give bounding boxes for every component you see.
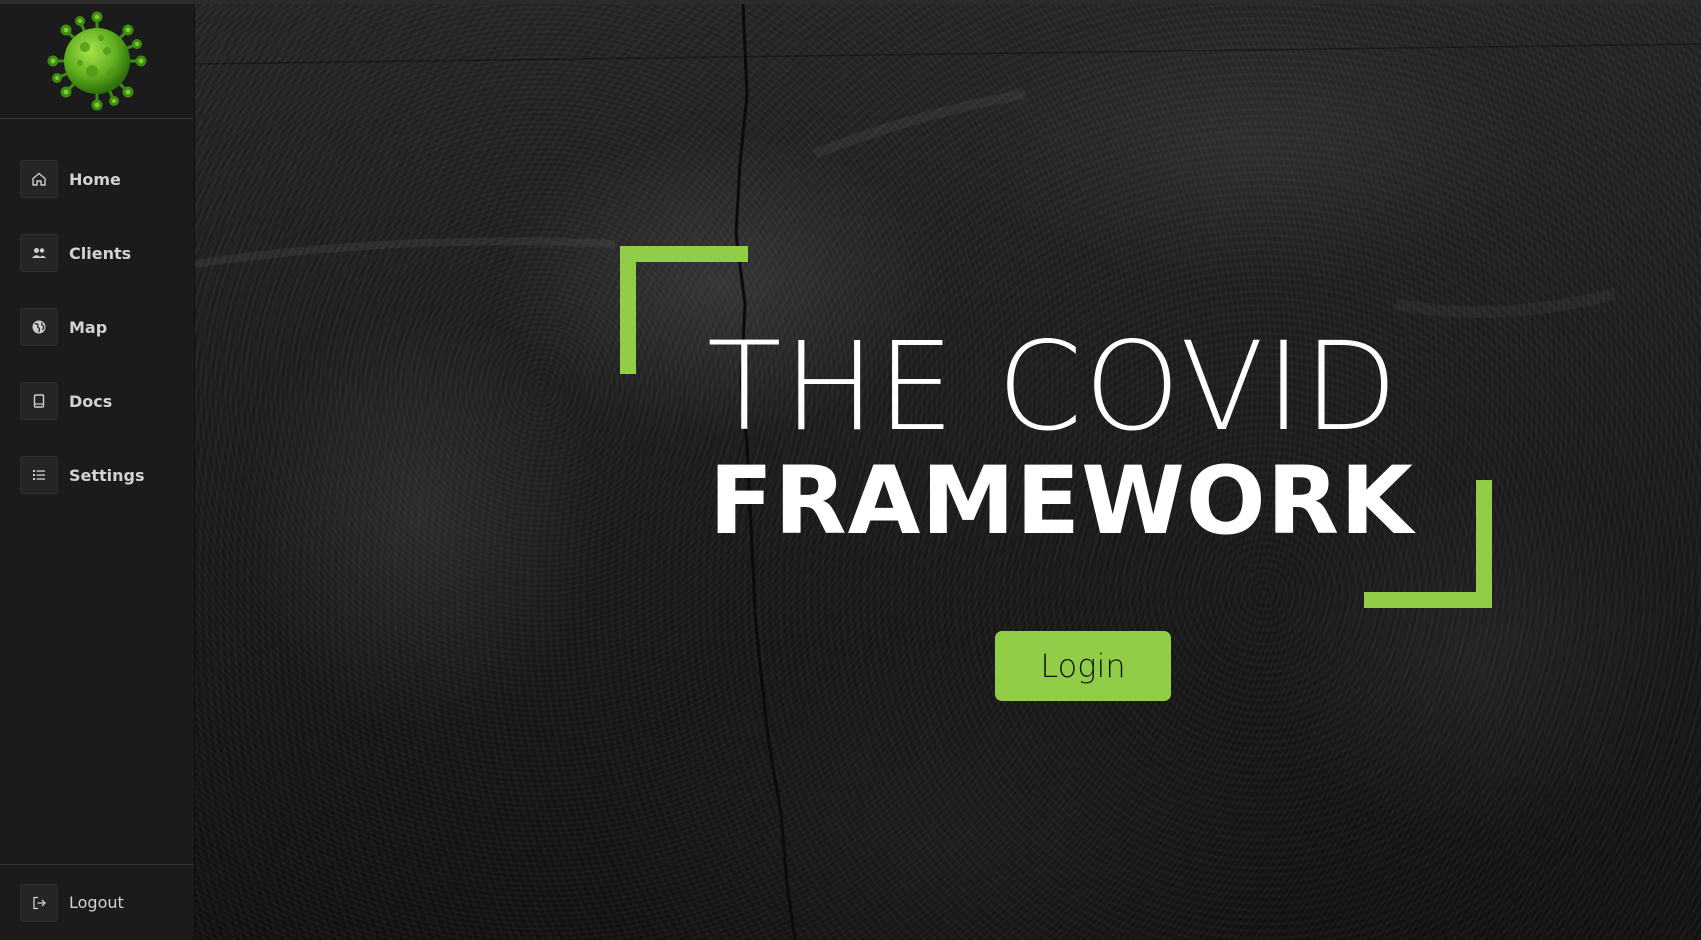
corner-bracket-top-left bbox=[620, 246, 748, 374]
sidebar-item-label: Home bbox=[69, 169, 121, 189]
sidebar-item-settings[interactable]: Settings bbox=[0, 455, 194, 495]
users-icon bbox=[20, 234, 58, 272]
sidebar: Home Clients Map Docs Settings bbox=[0, 4, 195, 940]
sidebar-nav: Home Clients Map Docs Settings bbox=[0, 119, 194, 495]
hero-title: THE COVID bbox=[707, 316, 1400, 458]
logout-icon bbox=[20, 883, 58, 922]
sidebar-item-clients[interactable]: Clients bbox=[0, 233, 194, 273]
sidebar-item-map[interactable]: Map bbox=[0, 307, 194, 347]
book-icon bbox=[20, 382, 58, 420]
sidebar-item-docs[interactable]: Docs bbox=[0, 381, 194, 421]
logout-button[interactable]: Logout bbox=[0, 864, 194, 940]
login-button[interactable]: Login bbox=[995, 631, 1171, 701]
corner-bracket-bottom-right bbox=[1364, 480, 1492, 608]
logout-label: Logout bbox=[69, 893, 124, 912]
home-icon bbox=[20, 160, 58, 198]
list-icon bbox=[20, 456, 58, 494]
hero-area: THE COVID FRAMEWORK Login bbox=[195, 4, 1701, 940]
sidebar-item-label: Settings bbox=[69, 465, 145, 485]
logo-area bbox=[0, 4, 194, 119]
hero-subtitle: FRAMEWORK bbox=[709, 447, 1414, 556]
globe-icon bbox=[20, 308, 58, 346]
sidebar-item-label: Docs bbox=[69, 391, 113, 411]
sidebar-item-home[interactable]: Home bbox=[0, 159, 194, 199]
sidebar-item-label: Clients bbox=[69, 243, 132, 263]
sidebar-item-label: Map bbox=[69, 317, 108, 337]
background-texture bbox=[195, 4, 1701, 940]
virus-icon[interactable] bbox=[47, 11, 147, 111]
